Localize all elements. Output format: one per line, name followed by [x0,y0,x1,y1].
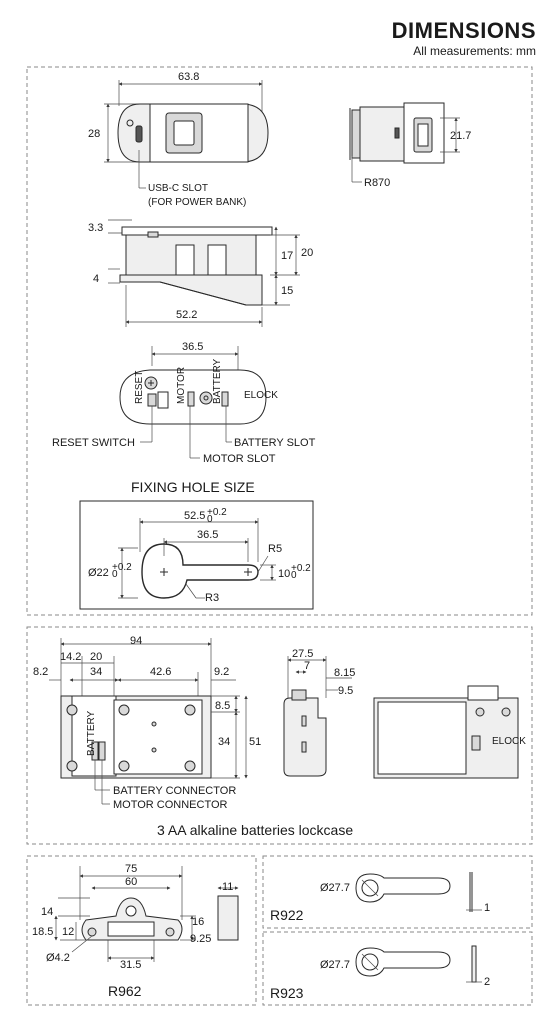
dim-94: 94 [130,635,142,647]
r923-shape [355,947,451,977]
side-section-view: 3.3 4 17 20 15 52.2 [88,219,313,327]
lockcase-caption: 3 AA alkaline batteries lockcase [157,822,353,838]
dim-82: 8.2 [33,666,48,678]
svg-text:+0.2: +0.2 [207,507,227,518]
dim-525: 52.5 [184,510,205,522]
svg-text:+0.2: +0.2 [112,562,132,573]
battery-slot[interactable] [221,391,229,407]
usb-label-2: (FOR POWER BANK) [148,197,246,208]
dim-277a: Ø27.7 [320,882,350,894]
dim-15: 15 [281,285,293,297]
dim-r3: R3 [205,592,219,604]
dim-815: 8.15 [334,667,355,679]
dim-34: 34 [90,666,102,678]
flange [121,226,273,236]
r962-plate [81,897,183,941]
dim-side-height: 21.7 [450,130,471,142]
svg-text:MOTOR: MOTOR [176,367,187,404]
fixing-frame [79,500,314,610]
dim-4: 4 [93,273,99,285]
r922-section: Ø27.7 1 R922 [270,872,490,923]
r962-side [217,895,239,941]
motor-connector[interactable] [98,741,106,761]
page-subtitle: All measurements: mm [413,44,536,58]
label-motor-slot: MOTOR SLOT [203,453,276,465]
label-battery-connector: BATTERY CONNECTOR [113,785,236,797]
dim-20-lc: 20 [90,651,102,663]
label-battery-slot: BATTERY SLOT [234,437,316,449]
r923-section: Ø27.7 2 R923 [270,945,490,1001]
r962-label: R962 [108,983,142,999]
dim-60: 60 [125,876,137,888]
top-view: 63.8 28 USB-C SLOT (FOR POWER BANK) 21.7… [88,71,471,208]
r922-shape [355,873,451,903]
fixing-hole: FIXING HOLE SIZE 52.5 +0.2 0 36.5 Ø22 +0… [79,479,314,610]
dim-1: 1 [484,902,490,914]
dim-315: 31.5 [120,959,141,971]
svg-text:BATTERY: BATTERY [212,358,223,404]
dim-522: 52.2 [176,309,197,321]
dim-12: 12 [62,926,74,938]
svg-text:0: 0 [112,569,118,580]
r922-label: R922 [270,907,304,923]
dim-10: 10 [278,568,290,580]
lockcase-section: 94 14.2 20 8.2 34 42.6 9.2 8.5 34 [33,635,526,838]
dim-142: 14.2 [60,651,81,663]
label-reset-switch: RESET SWITCH [52,437,135,449]
dim-17: 17 [281,250,293,262]
motor-slot[interactable] [187,391,195,407]
usb-c-slot[interactable] [135,125,143,143]
svg-text:RESET: RESET [134,371,145,404]
dim-42: Ø4.2 [46,952,70,964]
dim-33: 3.3 [88,222,103,234]
dim-34v: 34 [218,736,230,748]
svg-text:ELOCK: ELOCK [492,736,526,747]
svg-text:0: 0 [207,514,213,525]
dim-11: 11 [222,881,233,893]
page-title: DIMENSIONS [391,18,536,43]
dim-426: 42.6 [150,666,171,678]
svg-text:ELOCK: ELOCK [244,390,278,401]
dim-92: 9.2 [214,666,229,678]
frame-lockcase [26,626,533,845]
label-motor-connector: MOTOR CONNECTOR [113,799,228,811]
frame-main [26,66,533,616]
dim-51: 51 [249,736,261,748]
r923-label: R923 [270,985,304,1001]
fixing-hole-outline [141,543,259,599]
back-view: 36.5 RESET MOTOR BATTERY ELOCK RESET SWI… [52,341,316,465]
dim-185: 18.5 [32,926,53,938]
svg-text:0: 0 [291,570,297,581]
dim-radius: R870 [364,177,390,189]
frame-r923 [262,931,533,1006]
dim-95: 9.5 [338,685,353,697]
dim-top-height: 28 [88,128,100,140]
dim-275: 27.5 [292,648,313,660]
dim-16: 16 [192,916,204,928]
dim-365-fix: 36.5 [197,529,218,541]
dim-277b: Ø27.7 [320,959,350,971]
fixing-title: FIXING HOLE SIZE [131,479,255,495]
dim-2: 2 [484,976,490,988]
dim-top-width: 63.8 [178,71,199,83]
dim-925: 9.25 [190,933,211,945]
svg-text:BATTERY: BATTERY [86,710,97,756]
dim-365: 36.5 [182,341,203,353]
dim-r5: R5 [268,543,282,555]
dim-14: 14 [41,906,53,918]
dim-20: 20 [301,247,313,259]
dim-75: 75 [125,863,137,875]
reset-switch[interactable] [147,393,157,407]
frame-r922 [262,855,533,929]
frame-r962 [26,855,257,1006]
dim-85: 8.5 [215,700,230,712]
dim-7: 7 [304,660,310,672]
usb-label-1: USB-C SLOT [148,183,208,194]
r962-section: 75 60 14 18.5 12 16 9.25 Ø4.2 31.5 11 R9… [32,863,239,999]
lockcase-side [283,697,327,777]
dim-dia22: Ø22 [88,567,109,579]
svg-text:+0.2: +0.2 [291,563,311,574]
